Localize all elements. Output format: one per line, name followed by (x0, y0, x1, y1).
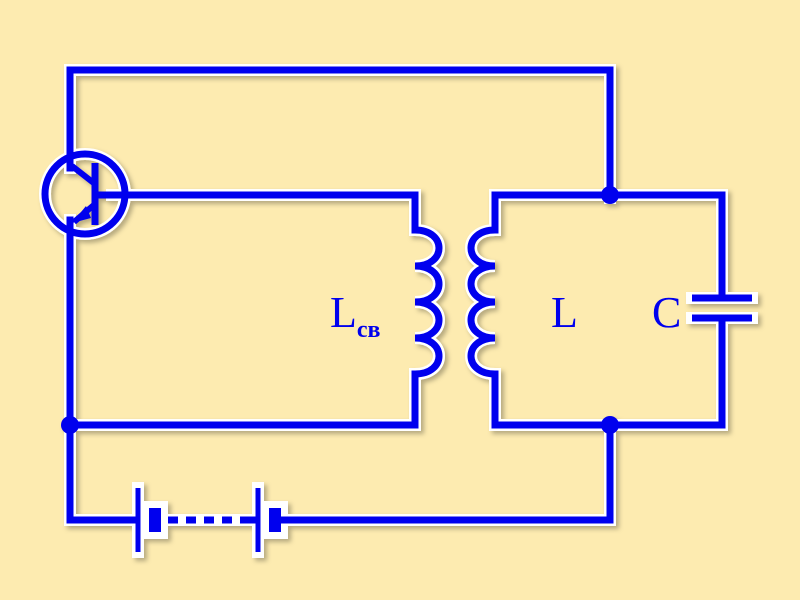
junction-dots (61, 186, 619, 434)
bottom-wire (278, 421, 614, 524)
top-wire (66, 66, 614, 202)
capacitor-label: C (652, 288, 681, 337)
feedback-loop-top-wire (108, 191, 419, 234)
capacitor-icon (692, 294, 752, 322)
junction-dot (61, 416, 79, 434)
feedback-coil-icon (414, 226, 443, 378)
battery-icon (130, 488, 281, 552)
junction-dot (601, 186, 619, 204)
left-wire (66, 216, 134, 524)
tank-coil-label: L (551, 288, 578, 337)
tank-coil-icon (467, 226, 496, 378)
junction-dot (601, 416, 619, 434)
feedback-coil-label: Lсв (330, 288, 381, 343)
transistor-icon (41, 150, 129, 238)
feedback-coil-label-main: L (330, 288, 357, 337)
feedback-loop-bottom-wire (66, 370, 419, 429)
feedback-coil-label-subscript: св (357, 317, 381, 343)
